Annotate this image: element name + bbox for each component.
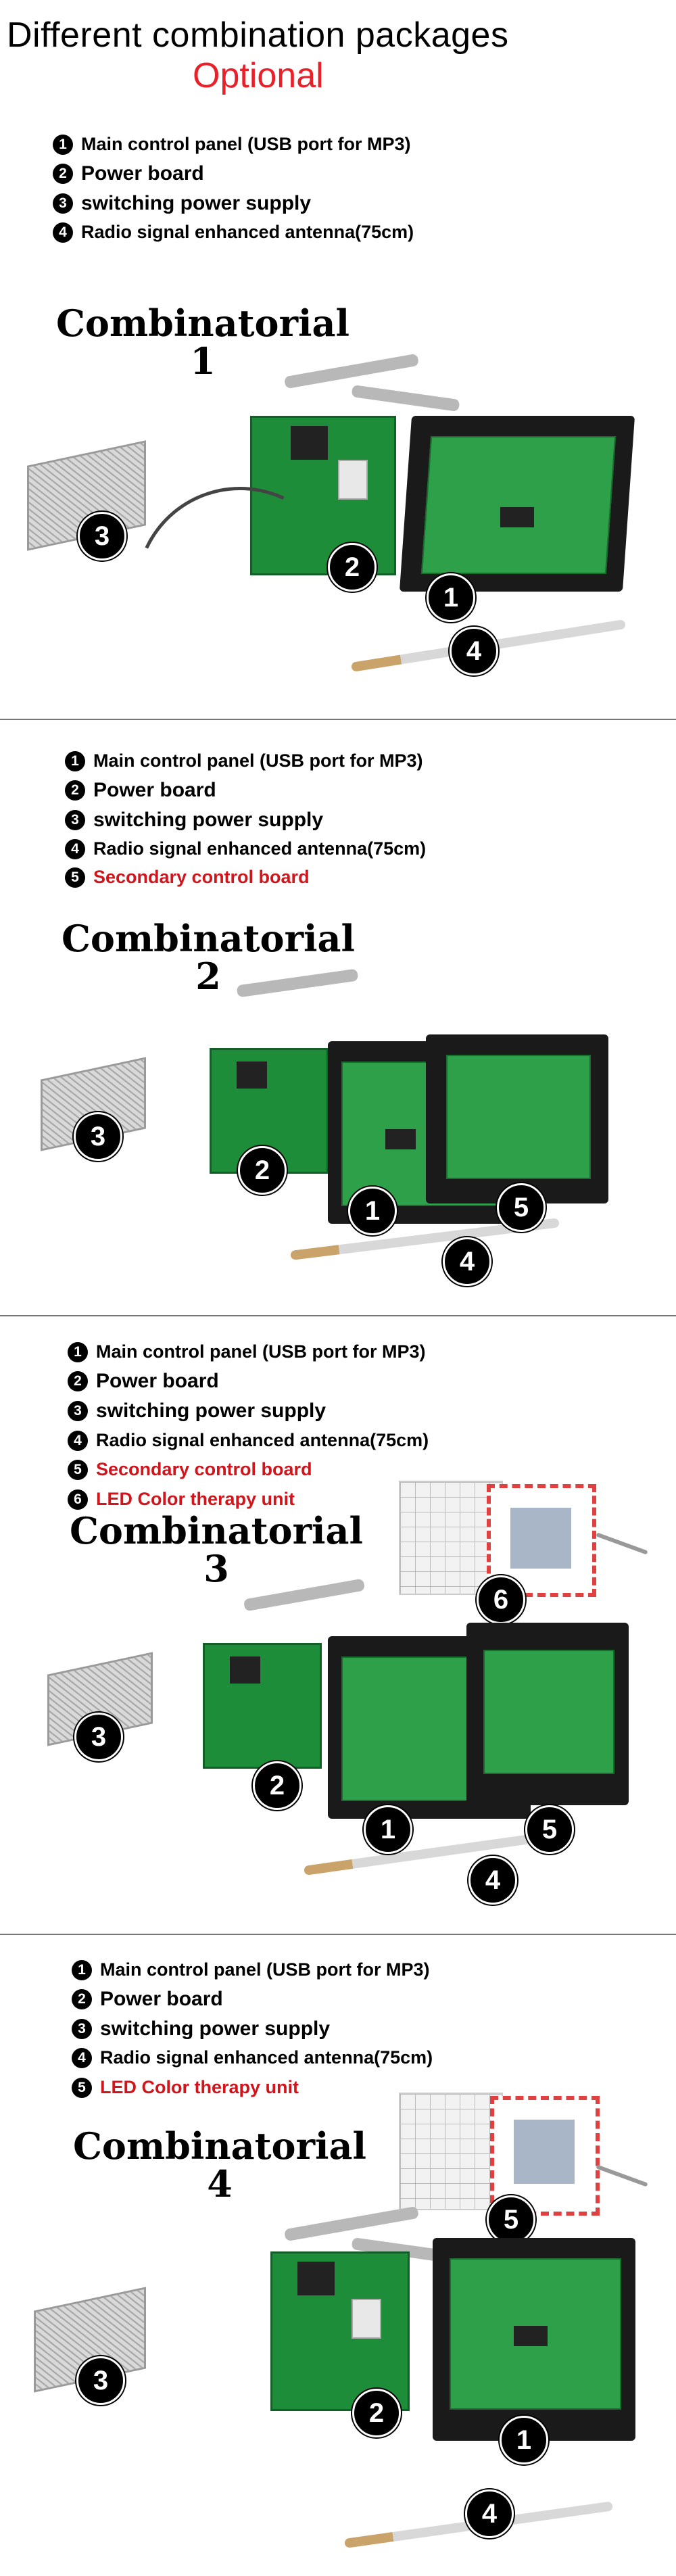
number-1-icon: 1 — [72, 1959, 92, 1980]
section-4-led-unit-photo: 5 — [399, 2093, 656, 2244]
badge-4-icon: 4 — [468, 1856, 517, 1905]
section-1-product-photo: 3 2 1 4 — [0, 352, 676, 726]
badge-1-icon: 1 — [364, 1805, 412, 1854]
badge-1-icon: 1 — [348, 1187, 397, 1235]
section-2-item-1: 1 Main control panel (USB port for MP3) — [65, 750, 423, 771]
badge-3-icon: 3 — [74, 1713, 123, 1761]
badge-5-icon: 5 — [497, 1183, 546, 1232]
section-4-combo-title: Combinatorial 4 — [72, 2124, 367, 2205]
section-2-item-3: 3 switching power supply — [65, 809, 323, 832]
number-3-icon: 3 — [72, 2019, 92, 2039]
number-5-icon: 5 — [72, 2077, 92, 2098]
badge-3-icon: 3 — [74, 1112, 122, 1161]
section-divider — [0, 1315, 676, 1316]
badge-4-icon: 4 — [465, 2489, 514, 2538]
badge-2-icon: 2 — [352, 2389, 401, 2437]
number-5-icon: 5 — [68, 1459, 88, 1480]
number-4-icon: 4 — [72, 2047, 92, 2068]
section-2-item-4: 4 Radio signal enhanced antenna(75cm) — [65, 838, 426, 859]
number-3-icon: 3 — [65, 810, 85, 830]
badge-2-icon: 2 — [253, 1761, 301, 1810]
number-3-icon: 3 — [68, 1401, 88, 1421]
number-1-icon: 1 — [68, 1341, 88, 1362]
page-title: Different combination packages — [7, 16, 509, 55]
section-3-item-4: 4 Radio signal enhanced antenna(75cm) — [68, 1430, 429, 1451]
section-3-item-6: 6 LED Color therapy unit — [68, 1489, 295, 1510]
section-3-item-2: 2 Power board — [68, 1370, 219, 1393]
badge-3-icon: 3 — [78, 512, 126, 560]
section-3-item-1: 1 Main control panel (USB port for MP3) — [68, 1341, 426, 1362]
badge-3-icon: 3 — [76, 2356, 125, 2405]
section-1-item-4: 4 Radio signal enhanced antenna(75cm) — [53, 222, 414, 243]
section-4-item-5: 5 LED Color therapy unit — [72, 2077, 299, 2098]
number-1-icon: 1 — [53, 134, 73, 155]
section-3-led-unit-photo: 6 — [399, 1481, 656, 1624]
section-divider — [0, 1934, 676, 1935]
badge-1-icon: 1 — [500, 2416, 548, 2464]
number-2-icon: 2 — [72, 1989, 92, 2009]
section-4-product-photo: 3 2 1 4 — [0, 2197, 676, 2569]
section-3-product-photo: 3 2 1 4 5 — [0, 1575, 676, 1927]
section-3-item-3: 3 switching power supply — [68, 1400, 326, 1423]
section-divider — [0, 719, 676, 720]
section-4-item-2: 2 Power board — [72, 1988, 223, 2011]
section-4-item-4: 4 Radio signal enhanced antenna(75cm) — [72, 2047, 433, 2068]
badge-4-icon: 4 — [450, 627, 498, 675]
number-6-icon: 6 — [68, 1489, 88, 1510]
section-1-item-1: 1 Main control panel (USB port for MP3) — [53, 134, 411, 155]
section-4-item-1: 1 Main control panel (USB port for MP3) — [72, 1959, 430, 1980]
number-2-icon: 2 — [53, 164, 73, 184]
section-1-combo-title: Combinatorial 1 — [55, 302, 350, 383]
number-4-icon: 4 — [65, 838, 85, 859]
section-2-item-2: 2 Power board — [65, 779, 216, 802]
section-2-product-photo: 3 2 1 4 5 — [0, 967, 676, 1305]
badge-5-icon: 5 — [487, 2195, 535, 2244]
number-4-icon: 4 — [68, 1430, 88, 1451]
number-2-icon: 2 — [65, 780, 85, 801]
number-4-icon: 4 — [53, 222, 73, 243]
section-2-item-5: 5 Secondary control board — [65, 867, 310, 888]
section-1-item-3: 3 switching power supply — [53, 192, 311, 215]
page-subtitle: Optional — [193, 56, 324, 95]
badge-2-icon: 2 — [238, 1146, 287, 1195]
badge-5-icon: 5 — [525, 1805, 574, 1854]
number-1-icon: 1 — [65, 750, 85, 771]
number-5-icon: 5 — [65, 867, 85, 888]
number-3-icon: 3 — [53, 193, 73, 214]
section-4-item-3: 3 switching power supply — [72, 2018, 330, 2041]
section-2-combo-title: Combinatorial 2 — [61, 917, 356, 998]
badge-1-icon: 1 — [427, 573, 475, 622]
number-2-icon: 2 — [68, 1371, 88, 1391]
section-1-item-2: 2 Power board — [53, 162, 204, 185]
badge-4-icon: 4 — [443, 1237, 491, 1286]
badge-2-icon: 2 — [328, 543, 377, 592]
section-3-item-5: 5 Secondary control board — [68, 1459, 312, 1480]
section-3-combo-title: Combinatorial 3 — [69, 1509, 364, 1590]
